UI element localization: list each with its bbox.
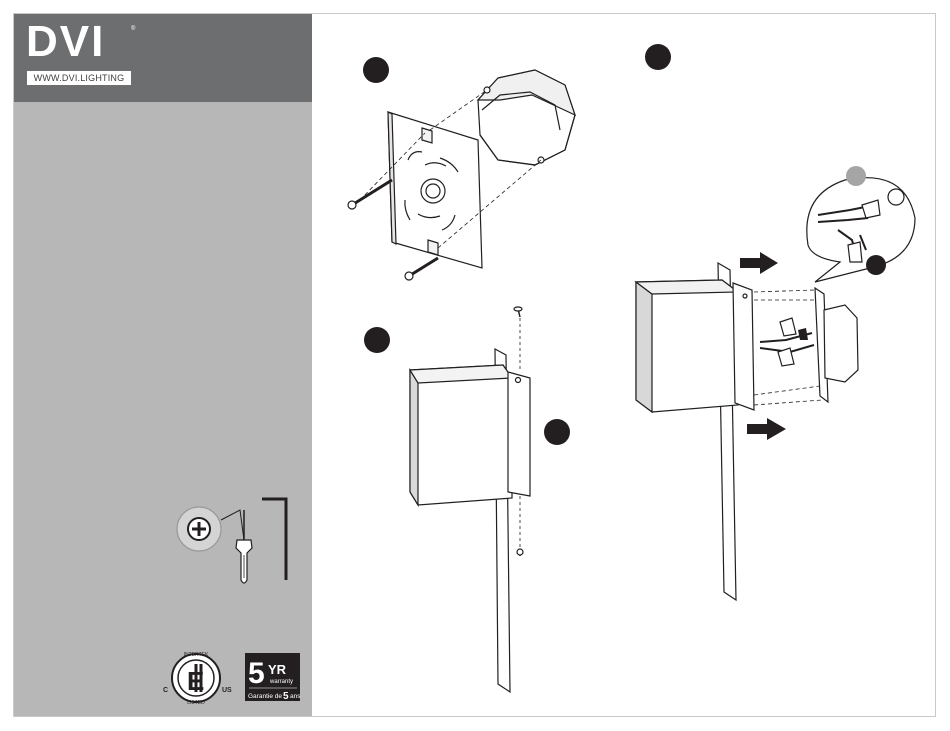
warranty-fr-number: 5 <box>283 691 289 702</box>
step-3-illustration <box>364 307 570 692</box>
step-1-marker <box>363 57 389 83</box>
step-2-marker <box>645 44 671 70</box>
warranty-badge: 5 YR warranty Garantie de 5 ans <box>245 653 301 702</box>
arrow-right-bottom <box>747 418 786 440</box>
step-2-illustration <box>636 44 915 600</box>
etl-top-text: INTERTEK <box>184 652 209 658</box>
etl-bottom-text: LISTED <box>187 700 205 706</box>
step-1-illustration <box>348 57 575 280</box>
warranty-unit: YR <box>268 662 287 677</box>
warranty-fr-suffix: ans <box>290 693 301 700</box>
etl-listed-badge: E INTERTEK LISTED C US <box>163 652 232 706</box>
screw-top-small <box>514 307 522 317</box>
etl-us-text: US <box>222 687 232 694</box>
warranty-number: 5 <box>248 657 265 690</box>
step-4-marker <box>544 419 570 445</box>
screw-bottom <box>405 258 438 280</box>
screw-top <box>348 180 392 209</box>
tools-group <box>177 499 286 583</box>
step-marker-callout <box>866 255 886 275</box>
warranty-fr-prefix: Garantie de <box>248 693 282 700</box>
phillips-screwdriver-icon <box>177 507 252 583</box>
hex-key-icon <box>262 499 286 580</box>
arrow-right-top <box>740 252 778 274</box>
warranty-label: warranty <box>269 679 293 685</box>
step-3-marker <box>364 327 390 353</box>
etl-c-text: C <box>163 687 168 694</box>
screw-bottom-small <box>517 549 523 556</box>
